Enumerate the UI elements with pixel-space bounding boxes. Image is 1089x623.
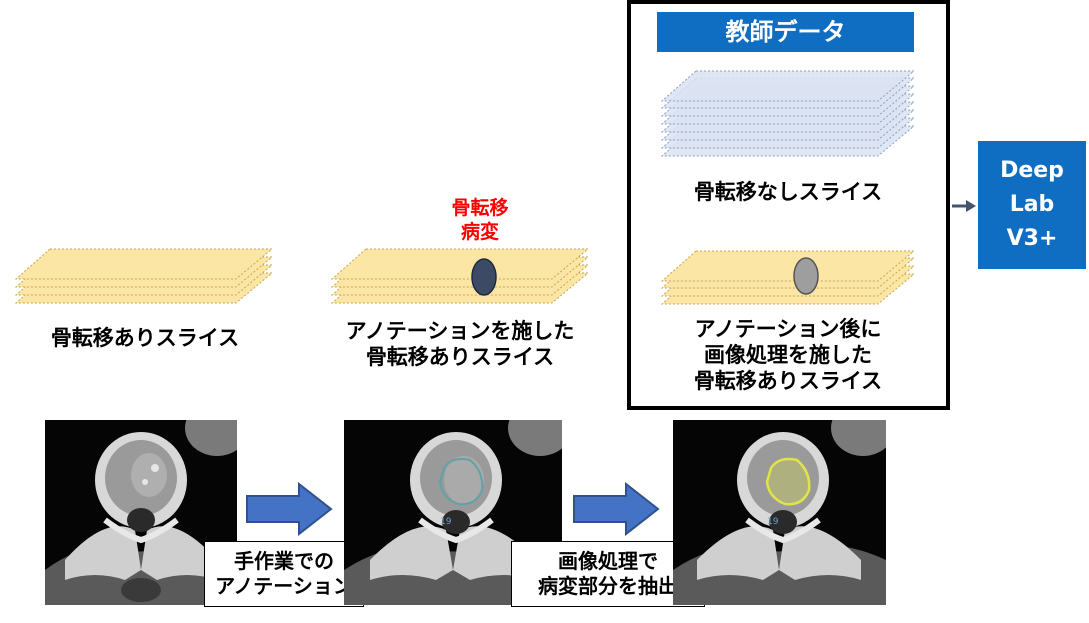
lesion-label-line1: 骨転移 bbox=[451, 197, 509, 219]
lesion-label-line2: 病変 bbox=[460, 221, 499, 243]
model-line1: Deep bbox=[1000, 158, 1064, 183]
processed-slices-label-line3: 骨転移ありスライス bbox=[693, 369, 883, 393]
processed-slices-label: アノテーション後に 画像処理を施した 骨転移ありスライス bbox=[640, 316, 936, 394]
teacher-data-header: 教師データ bbox=[657, 12, 914, 52]
annotated-slices-label: アノテーションを施した 骨転移ありスライス bbox=[320, 318, 600, 370]
teacher-data-frame bbox=[627, 0, 950, 410]
lesion-label: 骨転移 病変 bbox=[430, 196, 530, 244]
slice-stack-annotated bbox=[330, 248, 590, 304]
extracted-lesion-region bbox=[765, 457, 811, 506]
ct-image-extracted: 19 bbox=[673, 420, 886, 605]
lesion-marker-dark bbox=[471, 258, 497, 296]
manual-caption-line2: アノテーション bbox=[215, 574, 353, 598]
processing-caption-line2: 病変部分を抽出 bbox=[538, 574, 678, 598]
slice-stack-no-metastasis bbox=[660, 70, 916, 157]
blue-slices bbox=[660, 70, 916, 157]
block-arrow-1-icon bbox=[246, 482, 333, 536]
yellow-slices bbox=[330, 248, 590, 304]
yellow-slices bbox=[660, 250, 916, 305]
image-processing-caption: 画像処理で 病変部分を抽出 bbox=[511, 541, 705, 607]
slice-stack-metastasis bbox=[14, 248, 274, 304]
no-metastasis-slices-label: 骨転移なしスライス bbox=[693, 180, 883, 204]
processing-caption-line1: 画像処理で bbox=[558, 549, 658, 573]
annotation-outline bbox=[438, 458, 484, 506]
slice-stack-processed bbox=[660, 250, 916, 305]
annotated-slices-label-line1: アノテーションを施した bbox=[345, 319, 575, 343]
ct-overlay-text: 19 bbox=[767, 517, 779, 527]
deeplab-model-box: Deep Lab V3+ bbox=[978, 141, 1086, 269]
lesion-marker-gray bbox=[793, 257, 819, 295]
processed-slices-label-line2: 画像処理を施した bbox=[704, 343, 872, 367]
annotated-slices-label-line2: 骨転移ありスライス bbox=[365, 345, 555, 369]
manual-caption-line1: 手作業での bbox=[234, 549, 334, 573]
ct-image-original bbox=[45, 420, 237, 605]
model-line2: Lab bbox=[1009, 192, 1055, 217]
yellow-slices bbox=[14, 248, 274, 304]
manual-annotation-caption: 手作業での アノテーション bbox=[204, 541, 364, 607]
processed-slices-label-line1: アノテーション後に bbox=[694, 317, 882, 341]
arrow-to-model-icon bbox=[952, 200, 976, 212]
metastasis-slices-label: 骨転移ありスライス bbox=[50, 326, 240, 350]
block-arrow-2-icon bbox=[573, 482, 660, 536]
model-line3: V3+ bbox=[1006, 226, 1058, 251]
ct-overlay-text: 19 bbox=[440, 517, 452, 527]
